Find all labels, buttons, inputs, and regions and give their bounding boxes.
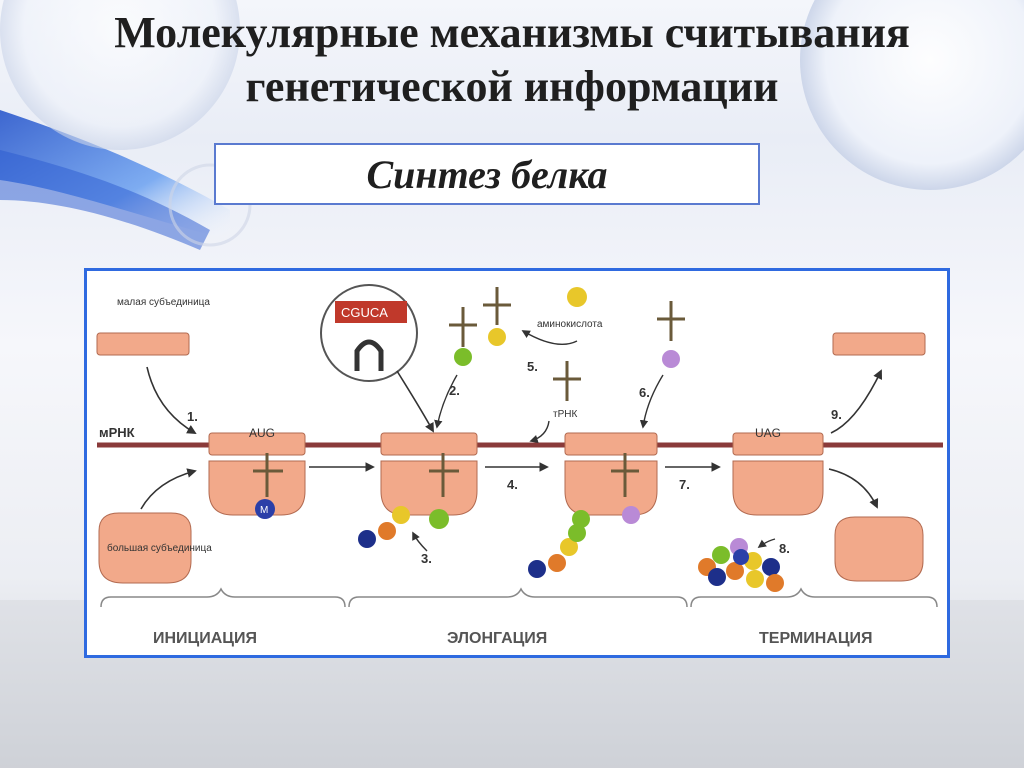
arrow-step-3: [412, 531, 428, 552]
met-amino-acid: [255, 499, 275, 519]
trna-cross-icon: [253, 453, 283, 497]
trna-incoming-green: [449, 307, 477, 366]
arrow-step-8: [757, 538, 776, 549]
trna-incoming-purple: [657, 301, 685, 368]
ribosome-termination: UAG: [732, 426, 824, 516]
step-8-label: 8.: [779, 541, 790, 556]
phase-initiation-label: ИНИЦИАЦИЯ: [153, 630, 257, 647]
amino-acid-purple: [662, 350, 680, 368]
step-3-label: 3.: [421, 551, 432, 566]
brace-elongation: [348, 587, 688, 608]
arrow-to-large-released: [828, 468, 879, 509]
amino-acid-label: аминокислота: [537, 319, 603, 330]
released-protein: [698, 538, 784, 592]
subtitle-text: Синтез белка: [366, 151, 608, 197]
anticodon-loop-circle: [320, 284, 418, 382]
trna-incoming-yellow: [483, 287, 511, 346]
step-5-label: 5.: [527, 359, 538, 374]
codon-start-label: AUG: [249, 426, 275, 440]
small-subunit-free: [96, 332, 190, 356]
anticodon-loop-shape: [354, 339, 384, 371]
amino-acid-green: [454, 348, 472, 366]
subtitle-box: Синтез белка: [214, 143, 760, 205]
trna-cross-icon: [429, 453, 459, 497]
slide-title-line-1: Молекулярные механизмы считывания: [114, 8, 910, 57]
trna-cross-icon: [611, 453, 639, 497]
slide-title: Молекулярные механизмы считывания генети…: [0, 6, 1024, 114]
arrow-step-1: [146, 366, 197, 434]
slide-title-line-2: генетической информации: [245, 62, 779, 111]
arrow-step-9: [830, 369, 883, 434]
step-6-label: 6.: [639, 385, 650, 400]
met-label: M: [260, 505, 268, 516]
step-4-label: 4.: [507, 477, 518, 492]
amino-acid-yellow-bound: [488, 328, 506, 346]
step-7-label: 7.: [679, 477, 690, 492]
step-2-label: 2.: [449, 383, 460, 398]
ribosome-elongation-2: [564, 432, 658, 524]
arrow-trna-exit: [529, 420, 550, 444]
trna-free: [553, 361, 581, 401]
amino-acid-purple-bound: [622, 506, 640, 524]
arrow-loop-to-ribosome: [396, 370, 434, 433]
large-subunit-free: [98, 512, 192, 584]
arrow-step-2: [434, 374, 458, 429]
anticodon-box: [335, 301, 407, 323]
amino-acid-free: [567, 287, 587, 307]
peptide-chain-1: [358, 506, 449, 548]
step-1-label: 1.: [187, 409, 198, 424]
large-subunit-label: большая субъединица: [107, 542, 212, 554]
trna-label: тРНК: [553, 409, 577, 420]
phase-elongation-label: ЭЛОНГАЦИЯ: [447, 630, 547, 647]
diagram-canvas: мРНК малая субъединица большая субъедини…: [96, 284, 943, 647]
anticodon-loop-label: CGUCA: [341, 305, 388, 320]
mrna-label: мРНК: [99, 425, 135, 440]
peptide-chain-2: [528, 510, 590, 578]
phase-termination-label: ТЕРМИНАЦИЯ: [759, 630, 873, 647]
arrow-to-large: [140, 468, 197, 510]
step-9-label: 9.: [831, 407, 842, 422]
ribosome-initiation: AUG M: [208, 426, 306, 519]
brace-initiation: [100, 587, 346, 608]
codon-stop-label: UAG: [755, 426, 781, 440]
brace-termination: [690, 587, 938, 608]
protein-synthesis-diagram: мРНК малая субъединица большая субъедини…: [84, 268, 950, 658]
large-subunit-released: [834, 516, 924, 582]
arrow-step-5: [521, 330, 578, 345]
arrow-step-6: [639, 374, 664, 429]
small-subunit-released: [832, 332, 926, 356]
small-subunit-label: малая субъединица: [117, 296, 210, 308]
ribosome-elongation-1: [380, 432, 478, 516]
